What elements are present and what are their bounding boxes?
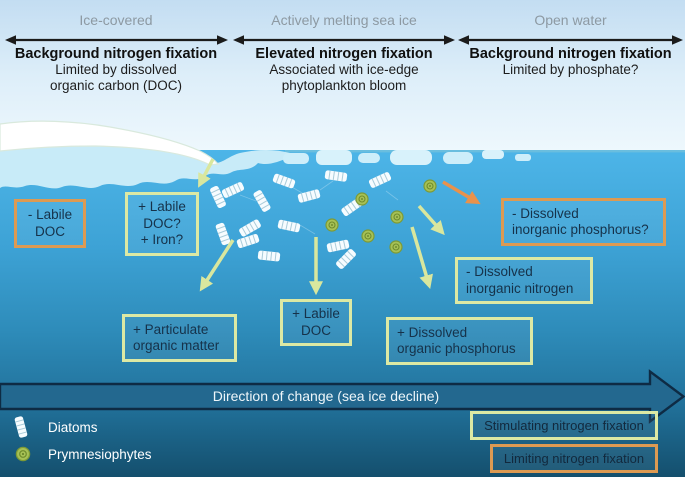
zone-actively-melting: Actively melting sea ice Elevated nitrog… <box>233 12 455 94</box>
zone-description: Limited by phosphate? <box>502 62 639 77</box>
zone-ice-covered: Ice-covered Background nitrogen fixation… <box>5 12 227 94</box>
zone-label: Actively melting sea ice <box>271 12 417 28</box>
limiting-legend-box: Limiting nitrogen fixation <box>490 444 658 473</box>
stimulating-legend-box: Stimulating nitrogen fixation <box>470 411 658 440</box>
zone-heading: Elevated nitrogen fixation <box>255 46 433 62</box>
label-box-minus-labile-doc: - Labile DOC <box>14 199 86 248</box>
diatoms-legend-label: Diatoms <box>48 420 98 435</box>
zone-heading: Background nitrogen fixation <box>14 46 218 62</box>
zone-description: Limited by dissolved organic carbon (DOC… <box>49 62 183 93</box>
zone-label: Open water <box>534 12 607 28</box>
direction-of-change-label: Direction of change (sea ice decline) <box>212 388 440 404</box>
label-box-plus-labile-doc: + Labile DOC <box>280 299 352 346</box>
label-box-particulate-organic-matter: + Particulate organic matter <box>122 314 237 362</box>
zone-heading: Background nitrogen fixation <box>469 46 672 62</box>
label-box-dissolved-inorganic-phosphorus: - Dissolved inorganic phosphorus? <box>501 198 666 246</box>
zone-description: Associated with ice-edge phytoplankton b… <box>269 62 419 93</box>
zone-open-water: Open water Background nitrogen fixation … <box>458 12 683 78</box>
prymnesiophytes-legend-label: Prymnesiophytes <box>48 447 152 462</box>
zone-label: Ice-covered <box>79 12 153 28</box>
label-box-dissolved-organic-phosphorus: + Dissolved organic phosphorus <box>386 317 533 365</box>
label-box-plus-labile-doc-iron: + Labile DOC? + Iron? <box>125 192 199 256</box>
label-box-dissolved-inorganic-nitrogen: - Dissolved inorganic nitrogen <box>455 257 593 304</box>
